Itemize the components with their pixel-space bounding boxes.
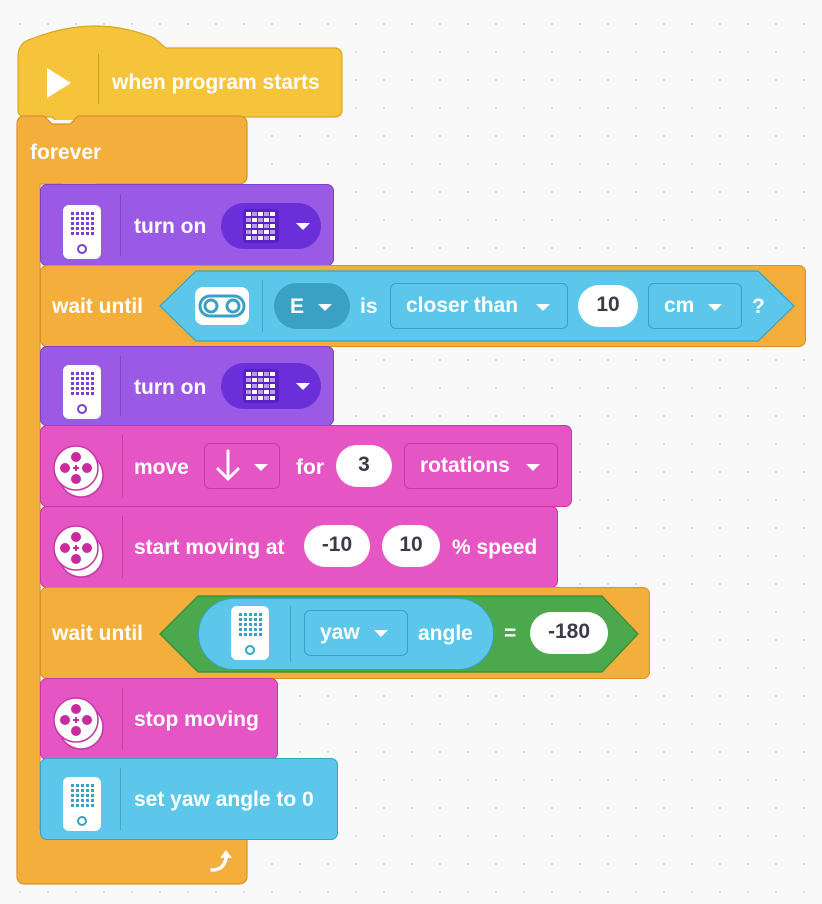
unit-dropdown-rotations[interactable]: rotations <box>404 443 558 489</box>
chevron-down-icon <box>526 464 540 471</box>
is-label: is <box>360 295 378 318</box>
hub-icon <box>63 205 101 259</box>
unit-value: cm <box>664 294 695 317</box>
start-moving-label: start moving at <box>134 536 285 559</box>
port-dropdown[interactable] <box>274 283 350 329</box>
chevron-down-icon <box>296 383 310 390</box>
turn-on-label-1: turn on <box>134 215 207 238</box>
light-matrix-pattern-icon <box>243 209 279 243</box>
arrow-down-icon <box>216 449 240 481</box>
question-mark-label: ? <box>752 295 765 318</box>
chevron-down-icon <box>536 304 550 311</box>
axis-dropdown[interactable]: yaw <box>304 610 408 656</box>
wait-until-label-1: wait until <box>52 295 143 318</box>
wait-until-label-2: wait until <box>52 622 143 645</box>
play-icon <box>47 68 71 98</box>
chevron-down-icon <box>708 304 722 311</box>
equals-label: = <box>504 622 517 645</box>
rotations-unit-value: rotations <box>420 454 510 477</box>
speed-suffix-label: % speed <box>452 536 538 559</box>
motor-pair-icon <box>53 525 104 578</box>
chevron-down-icon <box>374 630 388 637</box>
rotations-value-input[interactable]: 3 <box>336 445 392 487</box>
comparison-value: closer than <box>406 294 519 317</box>
chevron-down-icon <box>296 223 310 230</box>
chevron-down-icon <box>254 464 268 471</box>
left-speed-input[interactable]: -10 <box>304 525 370 567</box>
move-label: move <box>134 456 189 479</box>
turn-on-label-2: turn on <box>134 376 207 399</box>
axis-value: yaw <box>320 621 360 644</box>
comparison-dropdown[interactable]: closer than <box>390 283 568 329</box>
port-value: E <box>290 295 305 318</box>
hub-icon <box>63 365 101 419</box>
chevron-down-icon <box>318 304 332 311</box>
start-moving-block[interactable] <box>40 506 558 588</box>
light-matrix-pattern-icon <box>243 369 279 403</box>
for-label: for <box>296 456 324 479</box>
when-program-starts-label: when program starts <box>112 71 320 94</box>
set-yaw-label: set yaw angle to 0 <box>134 788 314 811</box>
motor-pair-icon <box>53 697 104 750</box>
angle-label: angle <box>418 622 473 645</box>
distance-sensor-icon <box>195 287 249 325</box>
distance-value-input[interactable]: 10 <box>578 285 638 327</box>
yaw-target-input[interactable]: -180 <box>530 612 608 654</box>
forever-label: forever <box>30 141 102 164</box>
hub-icon <box>231 606 269 660</box>
motor-pair-icon <box>53 445 104 498</box>
unit-dropdown[interactable]: cm <box>648 283 742 329</box>
loop-arrow-icon <box>210 850 232 872</box>
right-speed-input[interactable]: 10 <box>382 525 440 567</box>
hub-icon <box>63 777 101 831</box>
stop-moving-label: stop moving <box>134 708 259 731</box>
